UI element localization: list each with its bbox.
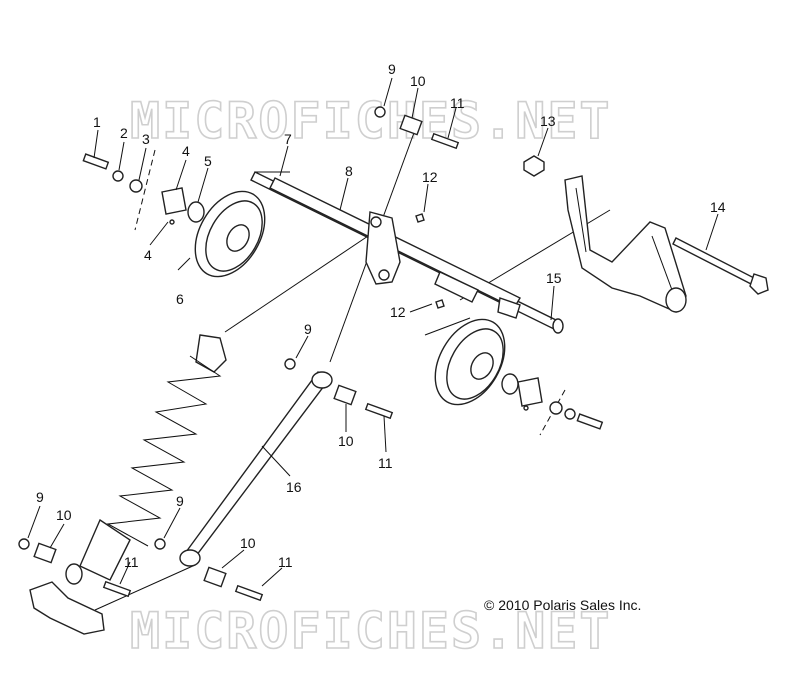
shock-absorber xyxy=(29,334,227,635)
callout-16: 16 xyxy=(286,479,302,495)
right-hardware xyxy=(501,373,604,430)
callout-4-lower: 4 xyxy=(144,247,152,263)
callout-9-lower: 9 xyxy=(176,493,184,509)
callout-4: 4 xyxy=(182,143,190,159)
callout-7: 7 xyxy=(284,131,292,147)
callout-10-lower: 10 xyxy=(240,535,256,551)
callout-9-top: 9 xyxy=(388,61,396,77)
callout-8: 8 xyxy=(345,163,353,179)
callout-11-lower-left: 11 xyxy=(124,554,139,570)
callout-10-top: 10 xyxy=(410,73,426,89)
idler-wheel-right xyxy=(434,318,506,406)
callout-11-mid: 11 xyxy=(378,455,393,471)
callout-9-lower-left: 9 xyxy=(36,489,44,505)
callout-10-mid: 10 xyxy=(338,433,354,449)
top-fasteners xyxy=(374,106,545,309)
callout-11-top: 11 xyxy=(450,95,465,111)
watermark-bottom: MICROFICHES.NET xyxy=(130,602,612,660)
center-housing xyxy=(434,271,521,319)
callout-14: 14 xyxy=(710,199,726,215)
pivot-bracket xyxy=(365,211,401,285)
callout-12-lower: 12 xyxy=(390,304,406,320)
copyright-notice: © 2010 Polaris Sales Inc. xyxy=(484,597,641,613)
long-bolt xyxy=(672,237,769,295)
watermark-top: MICROFICHES.NET xyxy=(130,92,612,150)
callout-leaders xyxy=(27,77,719,587)
callout-5: 5 xyxy=(204,153,212,169)
callout-6: 6 xyxy=(176,291,184,307)
callout-numbers: 1 2 3 4 4 5 6 7 8 9 9 9 9 10 10 10 10 11… xyxy=(36,61,726,570)
link-rod xyxy=(179,371,333,567)
callout-2: 2 xyxy=(120,125,128,141)
callout-12-top: 12 xyxy=(422,169,438,185)
callout-15: 15 xyxy=(546,270,562,286)
callout-10-lower-left: 10 xyxy=(56,507,72,523)
callout-3: 3 xyxy=(142,131,150,147)
idler-wheel-left xyxy=(194,190,266,278)
callout-11-lower: 11 xyxy=(278,554,293,570)
left-hardware xyxy=(82,153,205,225)
callout-13: 13 xyxy=(540,113,556,129)
mounting-bracket xyxy=(564,175,687,313)
callout-9-mid: 9 xyxy=(304,321,312,337)
callout-1: 1 xyxy=(93,114,101,130)
